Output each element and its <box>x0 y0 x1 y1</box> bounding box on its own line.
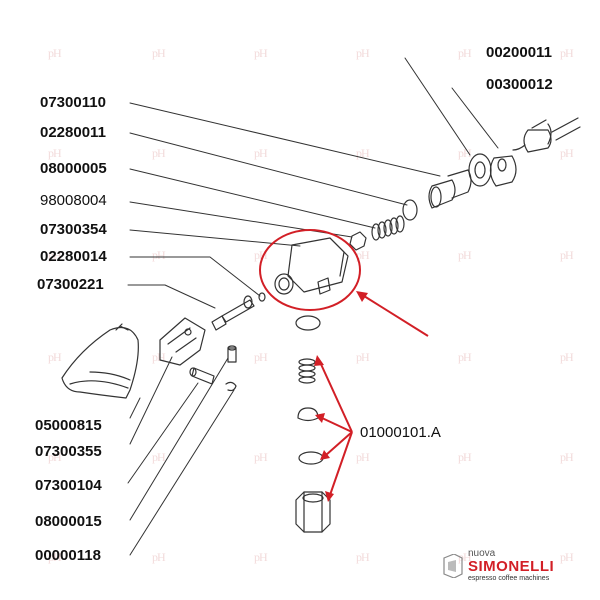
leader-98008004 <box>129 201 353 238</box>
leader-07300221 <box>127 284 216 309</box>
leader-00000118 <box>129 389 235 556</box>
watermark-mark: pH <box>356 46 370 60</box>
brand-prefix: nuova <box>468 548 496 559</box>
label-00200011: 00200011 <box>486 44 552 61</box>
arrow-kit-spring <box>319 361 353 433</box>
watermark-mark: pH <box>458 350 472 364</box>
label-05000815: 05000815 <box>35 417 102 434</box>
kit-hex-nut <box>295 491 331 533</box>
leader-00300012 <box>451 87 499 149</box>
label-07300104: 07300104 <box>35 477 102 494</box>
kit-oring-bottom <box>298 451 324 465</box>
screw-08000015 <box>227 345 237 363</box>
nut-00300012 <box>489 155 517 187</box>
kit-01000101A-parts <box>295 315 331 533</box>
watermark-mark: pH <box>48 450 62 464</box>
watermark-mark: pH <box>48 46 62 60</box>
label-02280011: 02280011 <box>40 124 106 141</box>
kit-valve-seat <box>297 407 319 422</box>
watermark-mark: pH <box>48 146 62 160</box>
valve-body-07300354 <box>274 237 349 295</box>
brand-name: SIMONELLI <box>468 558 555 575</box>
arrow-to-valve-body <box>363 295 429 337</box>
label-00300012: 00300012 <box>486 76 553 93</box>
watermark-mark: pH <box>458 450 472 464</box>
oring-02280014 <box>258 292 266 302</box>
fitting-07300110 <box>428 169 472 209</box>
small-nut-98008004 <box>349 231 367 251</box>
watermark-mark: pH <box>356 248 370 262</box>
leader-08000015 <box>129 357 229 521</box>
pin-07300104 <box>189 367 215 385</box>
watermark-mark: pH <box>458 146 472 160</box>
brand-mark-icon <box>443 554 463 578</box>
label-07300354: 07300354 <box>40 221 107 238</box>
watermark-mark: pH <box>356 350 370 364</box>
pin-07300221 <box>211 295 255 331</box>
label-07300355: 07300355 <box>35 443 102 460</box>
watermark-mark: pH <box>152 146 166 160</box>
label-07300110: 07300110 <box>40 94 106 111</box>
leader-07300110 <box>129 102 441 177</box>
watermark-mark: pH <box>254 350 268 364</box>
label-08000015: 08000015 <box>35 513 102 530</box>
leader-07300104 <box>127 382 199 484</box>
watermark-mark: pH <box>356 550 370 564</box>
label-07300221: 07300221 <box>37 276 104 293</box>
watermark-mark: pH <box>458 46 472 60</box>
leader-05000815 <box>129 397 141 419</box>
washer-00200011 <box>468 153 492 187</box>
watermark-mark: pH <box>254 248 268 262</box>
watermark-mark: pH <box>152 550 166 564</box>
label-08000005: 08000005 <box>40 160 107 177</box>
watermark-mark: pH <box>560 248 574 262</box>
leader-00200011 <box>404 57 471 156</box>
watermark-mark: pH <box>254 46 268 60</box>
spring-08000005 <box>371 215 405 241</box>
watermark-mark: pH <box>254 550 268 564</box>
watermark-mark: pH <box>560 450 574 464</box>
label-98008004: 98008004 <box>40 192 107 209</box>
oring-02280011 <box>402 199 418 221</box>
watermark-mark: pH <box>356 146 370 160</box>
clip-00000118 <box>225 381 237 392</box>
brand-tagline: espresso coffee machines <box>468 575 550 582</box>
leader-lines <box>127 57 499 556</box>
red-arrows <box>314 291 429 502</box>
watermark-mark: pH <box>254 146 268 160</box>
highlight-circle <box>259 229 361 311</box>
leader-08000005 <box>129 168 376 229</box>
watermark-mark: pH <box>560 350 574 364</box>
bracket-07300355 <box>159 317 206 366</box>
label-02280014: 02280014 <box>40 248 107 265</box>
arrow-kit-seat <box>321 417 353 433</box>
steam-pipe-assembly <box>512 117 581 153</box>
kit-oring-top <box>295 315 321 331</box>
leader-02280011 <box>129 132 408 206</box>
watermark-mark: pH <box>48 350 62 364</box>
watermark-mark: pH <box>48 550 62 564</box>
leader-07300354 <box>129 229 301 247</box>
handle-05000815 <box>61 323 139 399</box>
label-00000118: 00000118 <box>35 547 101 564</box>
leader-07300355 <box>129 356 173 445</box>
watermark-mark: pH <box>560 46 574 60</box>
watermark-mark: pH <box>152 46 166 60</box>
arrow-kit-nut <box>329 431 353 496</box>
watermark-mark: pH <box>152 248 166 262</box>
watermark-mark: pH <box>458 248 472 262</box>
watermark-mark: pH <box>48 248 62 262</box>
watermark-mark: pH <box>254 450 268 464</box>
leader-02280014 <box>129 256 261 297</box>
brand-logo: nuova SIMONELLI espresso coffee machines <box>440 548 590 588</box>
watermark-mark: pH <box>560 146 574 160</box>
label-01000101A: 01000101.A <box>360 424 441 441</box>
watermark-mark: pH <box>356 450 370 464</box>
watermark-mark: pH <box>152 450 166 464</box>
watermark-mark: pH <box>560 550 574 564</box>
kit-spring <box>298 358 316 384</box>
arrow-kit-oring <box>325 431 353 456</box>
